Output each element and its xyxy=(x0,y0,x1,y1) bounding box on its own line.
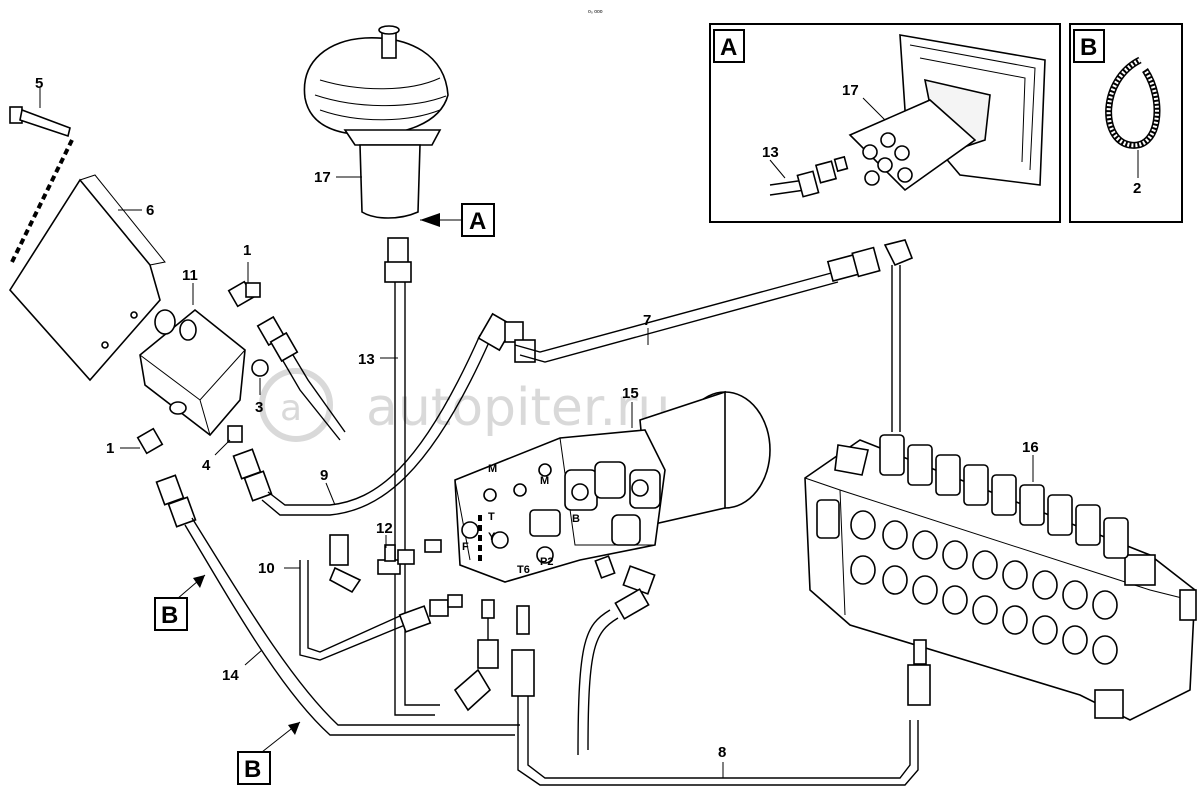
callout-5: 5 xyxy=(35,75,43,92)
bolt-5 xyxy=(9,106,71,138)
callout-15: 15 xyxy=(622,385,639,402)
callout-4: 4 xyxy=(202,457,211,474)
callout-6: 6 xyxy=(146,202,154,219)
inset-a-callout-13: 13 xyxy=(762,144,779,161)
callout-1-top: 1 xyxy=(243,242,251,259)
port-label-f: F xyxy=(462,541,469,553)
valve-16-sections xyxy=(850,434,1129,665)
elbow-fitting-1-bottom xyxy=(136,427,197,528)
elbow-fitting-1-top xyxy=(227,280,261,308)
callout-16: 16 xyxy=(1022,439,1039,456)
hose-9 xyxy=(261,334,491,516)
port-label-b: B xyxy=(572,513,580,525)
port-label-t: T xyxy=(488,511,495,523)
port-label-m1: M xyxy=(488,463,497,475)
callout-8: 8 xyxy=(718,744,726,761)
callout-10: 10 xyxy=(258,560,275,577)
hose-14 xyxy=(184,517,520,736)
inset-a-callout-17: 17 xyxy=(842,82,859,99)
inset-b-callout-2: 2 xyxy=(1133,180,1141,197)
callout-14: 14 xyxy=(222,667,239,684)
callout-11: 11 xyxy=(182,267,198,284)
callout-9: 9 xyxy=(320,467,328,484)
callout-1-bottom: 1 xyxy=(106,440,114,457)
view-flag-a: A xyxy=(469,208,486,235)
callout-17: 17 xyxy=(314,169,331,186)
cover-plate-6 xyxy=(9,174,166,382)
callout-12: 12 xyxy=(376,520,393,537)
valve-block-11 xyxy=(139,308,246,437)
page-code: o₀ ooo xyxy=(588,9,603,15)
inset-a-hose-fitting xyxy=(769,155,849,198)
hose-13 xyxy=(394,282,440,716)
port-label-p2: P2 xyxy=(540,556,553,568)
cable-tie-illustration xyxy=(1105,56,1161,149)
watermark-text: autopiter.ru xyxy=(366,378,670,438)
tee-fitting-12 xyxy=(328,534,442,594)
inset-a-panel: A 17 13 xyxy=(709,23,1061,223)
port-label-m2: M xyxy=(540,475,549,487)
port-label-t6: T6 xyxy=(517,564,530,576)
hose-10 xyxy=(299,560,406,661)
callout-7: 7 xyxy=(643,312,651,329)
inset-b-letter: B xyxy=(1080,34,1097,61)
callout-13: 13 xyxy=(358,351,375,368)
hose-7 xyxy=(514,271,839,363)
lower-fittings xyxy=(453,555,656,712)
view-flag-b-1: B xyxy=(161,602,178,629)
svg-text:a: a xyxy=(280,388,302,429)
watermark: a autopiter.ru xyxy=(259,368,670,442)
callout-3: 3 xyxy=(255,399,263,416)
view-flag-b-2: B xyxy=(244,756,261,783)
pilot-valve-15 xyxy=(454,390,771,583)
port-label-y: Y xyxy=(488,531,496,543)
inset-a-letter: A xyxy=(720,34,737,61)
joystick-17 xyxy=(303,25,449,283)
joystick-connector-view xyxy=(848,34,1046,192)
inset-b-panel: B 2 xyxy=(1069,23,1183,223)
